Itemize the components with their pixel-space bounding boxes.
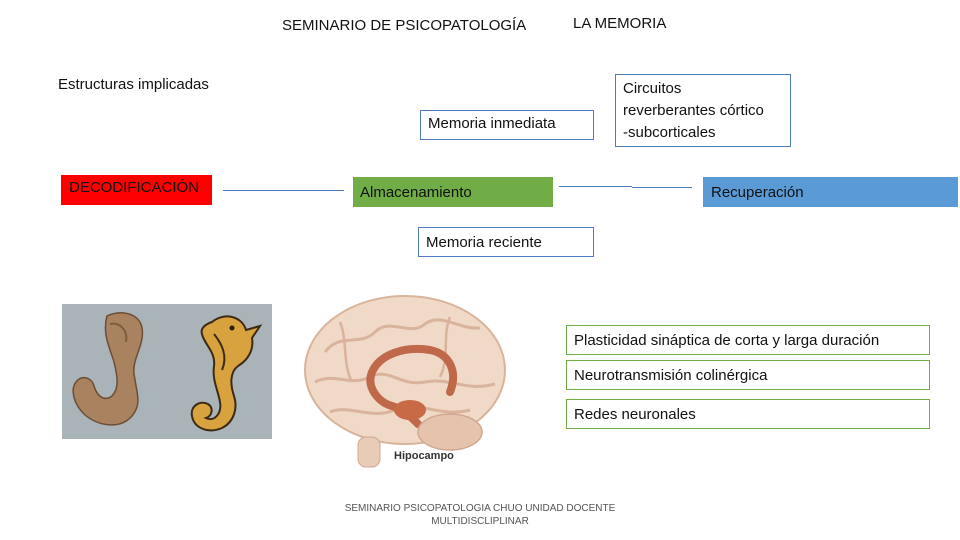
brain-hippocampus-image: Hipocampo: [300, 292, 510, 472]
structures-label: Estructuras implicadas: [58, 75, 209, 95]
retrieval-label: Recuperación: [711, 184, 804, 201]
circuits-line-3: -subcorticales: [623, 122, 783, 144]
footer-line-2: MULTIDISCLIPLINAR: [330, 515, 630, 528]
storage-box: Almacenamiento: [353, 177, 553, 207]
plasticity-box: Plasticidad sináptica de corta y larga d…: [566, 325, 930, 355]
hippocampus-seahorse-photo: [62, 304, 272, 439]
cholinergic-label: Neurotransmisión colinérgica: [574, 367, 767, 384]
hippocampus-caption: Hipocampo: [394, 450, 454, 462]
retrieval-box: Recuperación: [703, 177, 958, 207]
connector-line: [223, 190, 344, 191]
connector-line: [632, 187, 692, 188]
recent-memory-box: Memoria reciente: [418, 227, 594, 257]
circuits-line-2: reverberantes córtico: [623, 100, 783, 122]
circuits-box: Circuitos reverberantes córtico -subcort…: [615, 74, 791, 147]
topic-title: LA MEMORIA: [573, 14, 666, 34]
networks-box: Redes neuronales: [566, 399, 930, 429]
decoding-box: DECODIFICACIÓN: [61, 175, 212, 205]
immediate-memory-box: Memoria inmediata: [420, 110, 594, 140]
connector-line: [559, 186, 632, 187]
hippocampus-seahorse-illustration: [62, 304, 272, 439]
seminar-title: SEMINARIO DE PSICOPATOLOGÍA: [282, 16, 526, 36]
networks-label: Redes neuronales: [574, 406, 696, 423]
footer-line-1: SEMINARIO PSICOPATOLOGIA CHUO UNIDAD DOC…: [330, 502, 630, 515]
immediate-memory-label: Memoria inmediata: [428, 115, 556, 132]
cholinergic-box: Neurotransmisión colinérgica: [566, 360, 930, 390]
circuits-line-1: Circuitos: [623, 78, 783, 100]
brain-illustration: [300, 292, 510, 472]
storage-label: Almacenamiento: [360, 184, 472, 201]
decoding-label: DECODIFICACIÓN: [69, 179, 199, 196]
recent-memory-label: Memoria reciente: [426, 234, 542, 251]
plasticity-label: Plasticidad sináptica de corta y larga d…: [574, 332, 879, 349]
footer: SEMINARIO PSICOPATOLOGIA CHUO UNIDAD DOC…: [330, 502, 630, 528]
